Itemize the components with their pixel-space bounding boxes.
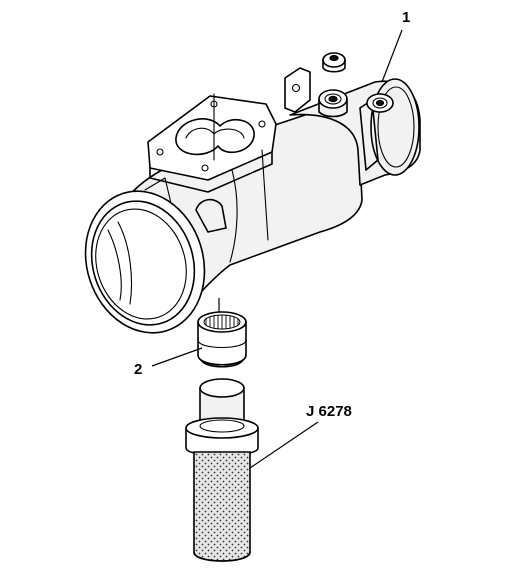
mounting-tab [284,67,311,113]
callout-j6278: J 6278 [306,403,352,420]
port-fitting-middle [318,89,348,118]
installer-tool-j6278 [185,378,259,562]
callout-1: 1 [402,9,410,26]
port-fitting-right [366,93,394,113]
leader-j6278 [249,421,319,469]
needle-bearing [197,311,247,368]
leader-2 [151,347,203,367]
leader-1 [381,29,403,83]
callout-2: 2 [134,361,142,378]
flange-opening [175,118,255,156]
plug-bolt [322,52,346,73]
front-bore-flange [84,190,206,334]
gear-housing [84,52,421,334]
